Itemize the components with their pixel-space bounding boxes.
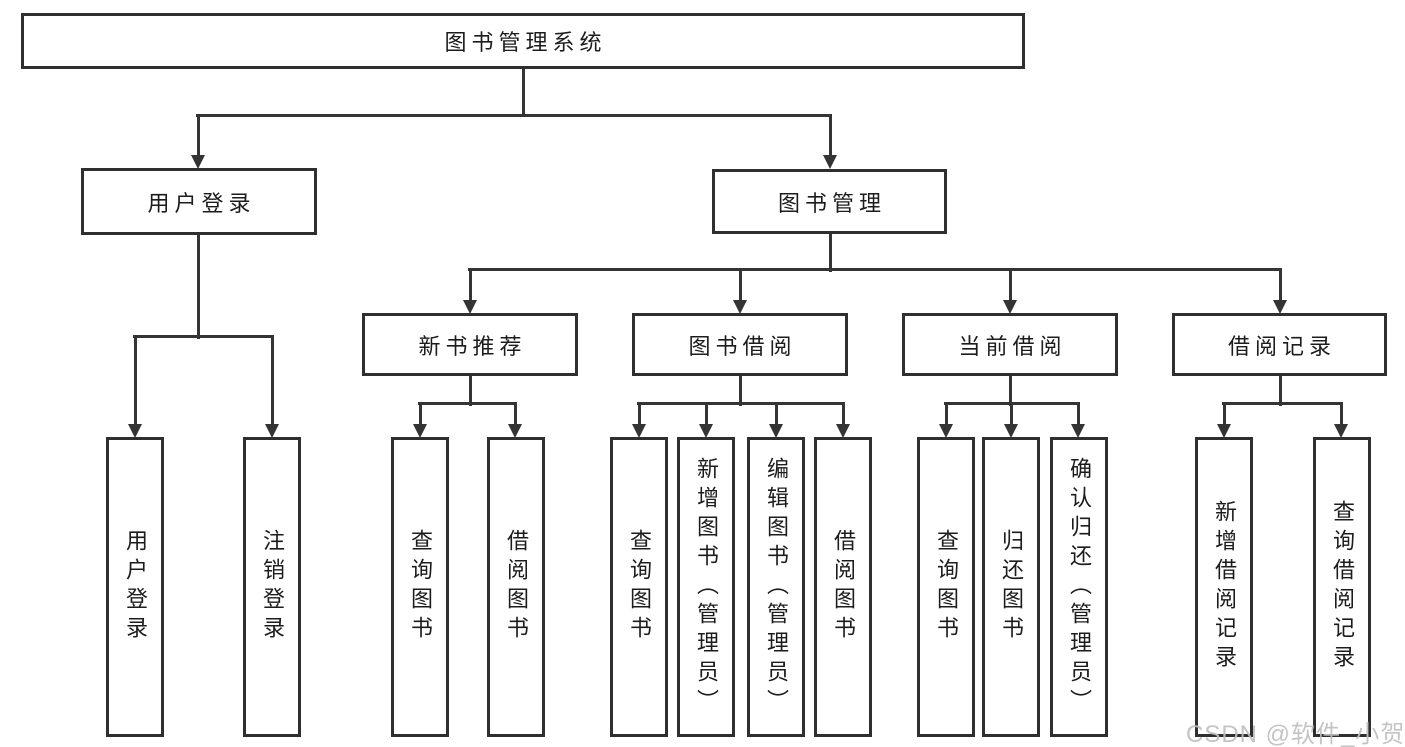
- node-borrow-records-label: 借阅记录: [1227, 333, 1336, 359]
- arrow-down-icon: [699, 424, 713, 438]
- arrow-down-icon: [632, 424, 646, 438]
- connector-line: [1008, 376, 1012, 406]
- arrow-down-icon: [769, 424, 783, 438]
- leaf-records-add-record-label: 新增借阅记录: [1212, 500, 1237, 674]
- connector-line: [513, 403, 517, 424]
- connector-line: [704, 403, 708, 424]
- leaf-records-query-record-label: 查询借阅记录: [1330, 500, 1355, 674]
- node-root-label: 图书管理系统: [444, 30, 607, 55]
- arrow-down-icon: [823, 155, 837, 169]
- connector-line: [196, 235, 200, 339]
- connector-line: [1278, 270, 1282, 301]
- connector-line: [1222, 402, 1343, 405]
- leaf-newbook-query-books: 查询图书: [391, 437, 449, 737]
- arrow-down-icon: [1273, 300, 1287, 314]
- node-current-borrow-label: 当前借阅: [958, 333, 1067, 359]
- connector-line: [196, 114, 832, 117]
- arrow-down-icon: [265, 424, 279, 438]
- connector-line: [637, 403, 641, 424]
- leaf-current-query-books-label: 查询图书: [934, 529, 959, 645]
- arrow-down-icon: [1071, 424, 1085, 438]
- leaf-current-confirm-return-admin: 确认归还（管理员）: [1050, 437, 1108, 737]
- node-borrow-records: 借阅记录: [1172, 313, 1387, 376]
- leaf-user-login: 用户登录: [106, 437, 164, 737]
- node-book-borrow: 图书借阅: [632, 313, 848, 376]
- node-user-login-label: 用户登录: [147, 190, 256, 216]
- leaf-borrow-borrow-books: 借阅图书: [814, 437, 872, 737]
- arrow-down-icon: [128, 424, 142, 438]
- leaf-records-query-record: 查询借阅记录: [1313, 437, 1371, 737]
- leaf-user-login-label: 用户登录: [123, 529, 148, 645]
- arrow-down-icon: [463, 300, 477, 314]
- connector-line: [774, 403, 778, 424]
- leaf-borrow-query-books: 查询图书: [610, 437, 668, 737]
- arrow-down-icon: [1217, 424, 1231, 438]
- leaf-borrow-edit-books-admin-label: 编辑图书（管理员）: [764, 456, 789, 718]
- connector-line: [468, 268, 1282, 271]
- leaf-logout-label: 注销登录: [260, 529, 285, 645]
- node-book-management: 图书管理: [712, 169, 947, 234]
- leaf-borrow-edit-books-admin: 编辑图书（管理员）: [747, 437, 805, 737]
- arrow-down-icon: [836, 424, 850, 438]
- connector-line: [1008, 270, 1012, 301]
- arrow-down-icon: [191, 155, 205, 169]
- connector-line: [738, 376, 742, 406]
- connector-line: [270, 337, 274, 425]
- arrow-down-icon: [939, 424, 953, 438]
- connector-line: [828, 116, 832, 156]
- connector-line: [133, 335, 274, 338]
- arrow-down-icon: [413, 424, 427, 438]
- csdn-watermark: CSDN @软件_小贺同学: [1186, 721, 1405, 747]
- node-root: 图书管理系统: [21, 13, 1025, 69]
- connector-line: [841, 403, 845, 424]
- leaf-borrow-borrow-books-label: 借阅图书: [831, 529, 856, 645]
- leaf-borrow-add-books-admin-label: 新增图书（管理员）: [694, 456, 719, 718]
- node-current-borrow: 当前借阅: [902, 313, 1118, 376]
- connector-line: [133, 337, 137, 425]
- leaf-logout: 注销登录: [243, 437, 301, 737]
- connector-line: [828, 234, 832, 272]
- connector-line: [738, 270, 742, 301]
- connector-line: [944, 403, 948, 424]
- leaf-current-return-books: 归还图书: [982, 437, 1040, 737]
- connector-line: [418, 402, 517, 405]
- arrow-down-icon: [733, 300, 747, 314]
- arrow-down-icon: [1003, 300, 1017, 314]
- connector-line: [521, 69, 525, 117]
- arrow-down-icon: [1334, 424, 1348, 438]
- arrow-down-icon: [1004, 424, 1018, 438]
- node-book-management-label: 图书管理: [777, 190, 886, 216]
- connector-line: [1222, 403, 1226, 424]
- leaf-current-query-books: 查询图书: [917, 437, 975, 737]
- connector-line: [468, 376, 472, 406]
- leaf-borrow-add-books-admin: 新增图书（管理员）: [677, 437, 735, 737]
- connector-line: [418, 403, 422, 424]
- connector-line: [196, 116, 200, 156]
- leaf-newbook-query-books-label: 查询图书: [408, 529, 433, 645]
- node-new-book-recommend-label: 新书推荐: [418, 333, 527, 359]
- connector-line: [1009, 403, 1013, 424]
- leaf-newbook-borrow-books: 借阅图书: [487, 437, 545, 737]
- connector-line: [468, 270, 472, 301]
- leaf-current-confirm-return-admin-label: 确认归还（管理员）: [1067, 456, 1092, 718]
- node-book-borrow-label: 图书借阅: [688, 333, 797, 359]
- connector-line: [944, 402, 1080, 405]
- leaf-records-add-record: 新增借阅记录: [1195, 437, 1253, 737]
- node-user-login: 用户登录: [81, 168, 317, 235]
- leaf-borrow-query-books-label: 查询图书: [627, 529, 652, 645]
- leaf-newbook-borrow-books-label: 借阅图书: [504, 529, 529, 645]
- connector-line: [637, 402, 845, 405]
- node-new-book-recommend: 新书推荐: [362, 313, 578, 376]
- connector-line: [1076, 403, 1080, 424]
- connector-line: [1278, 376, 1282, 406]
- arrow-down-icon: [508, 424, 522, 438]
- leaf-current-return-books-label: 归还图书: [999, 529, 1024, 645]
- connector-line: [1339, 403, 1343, 424]
